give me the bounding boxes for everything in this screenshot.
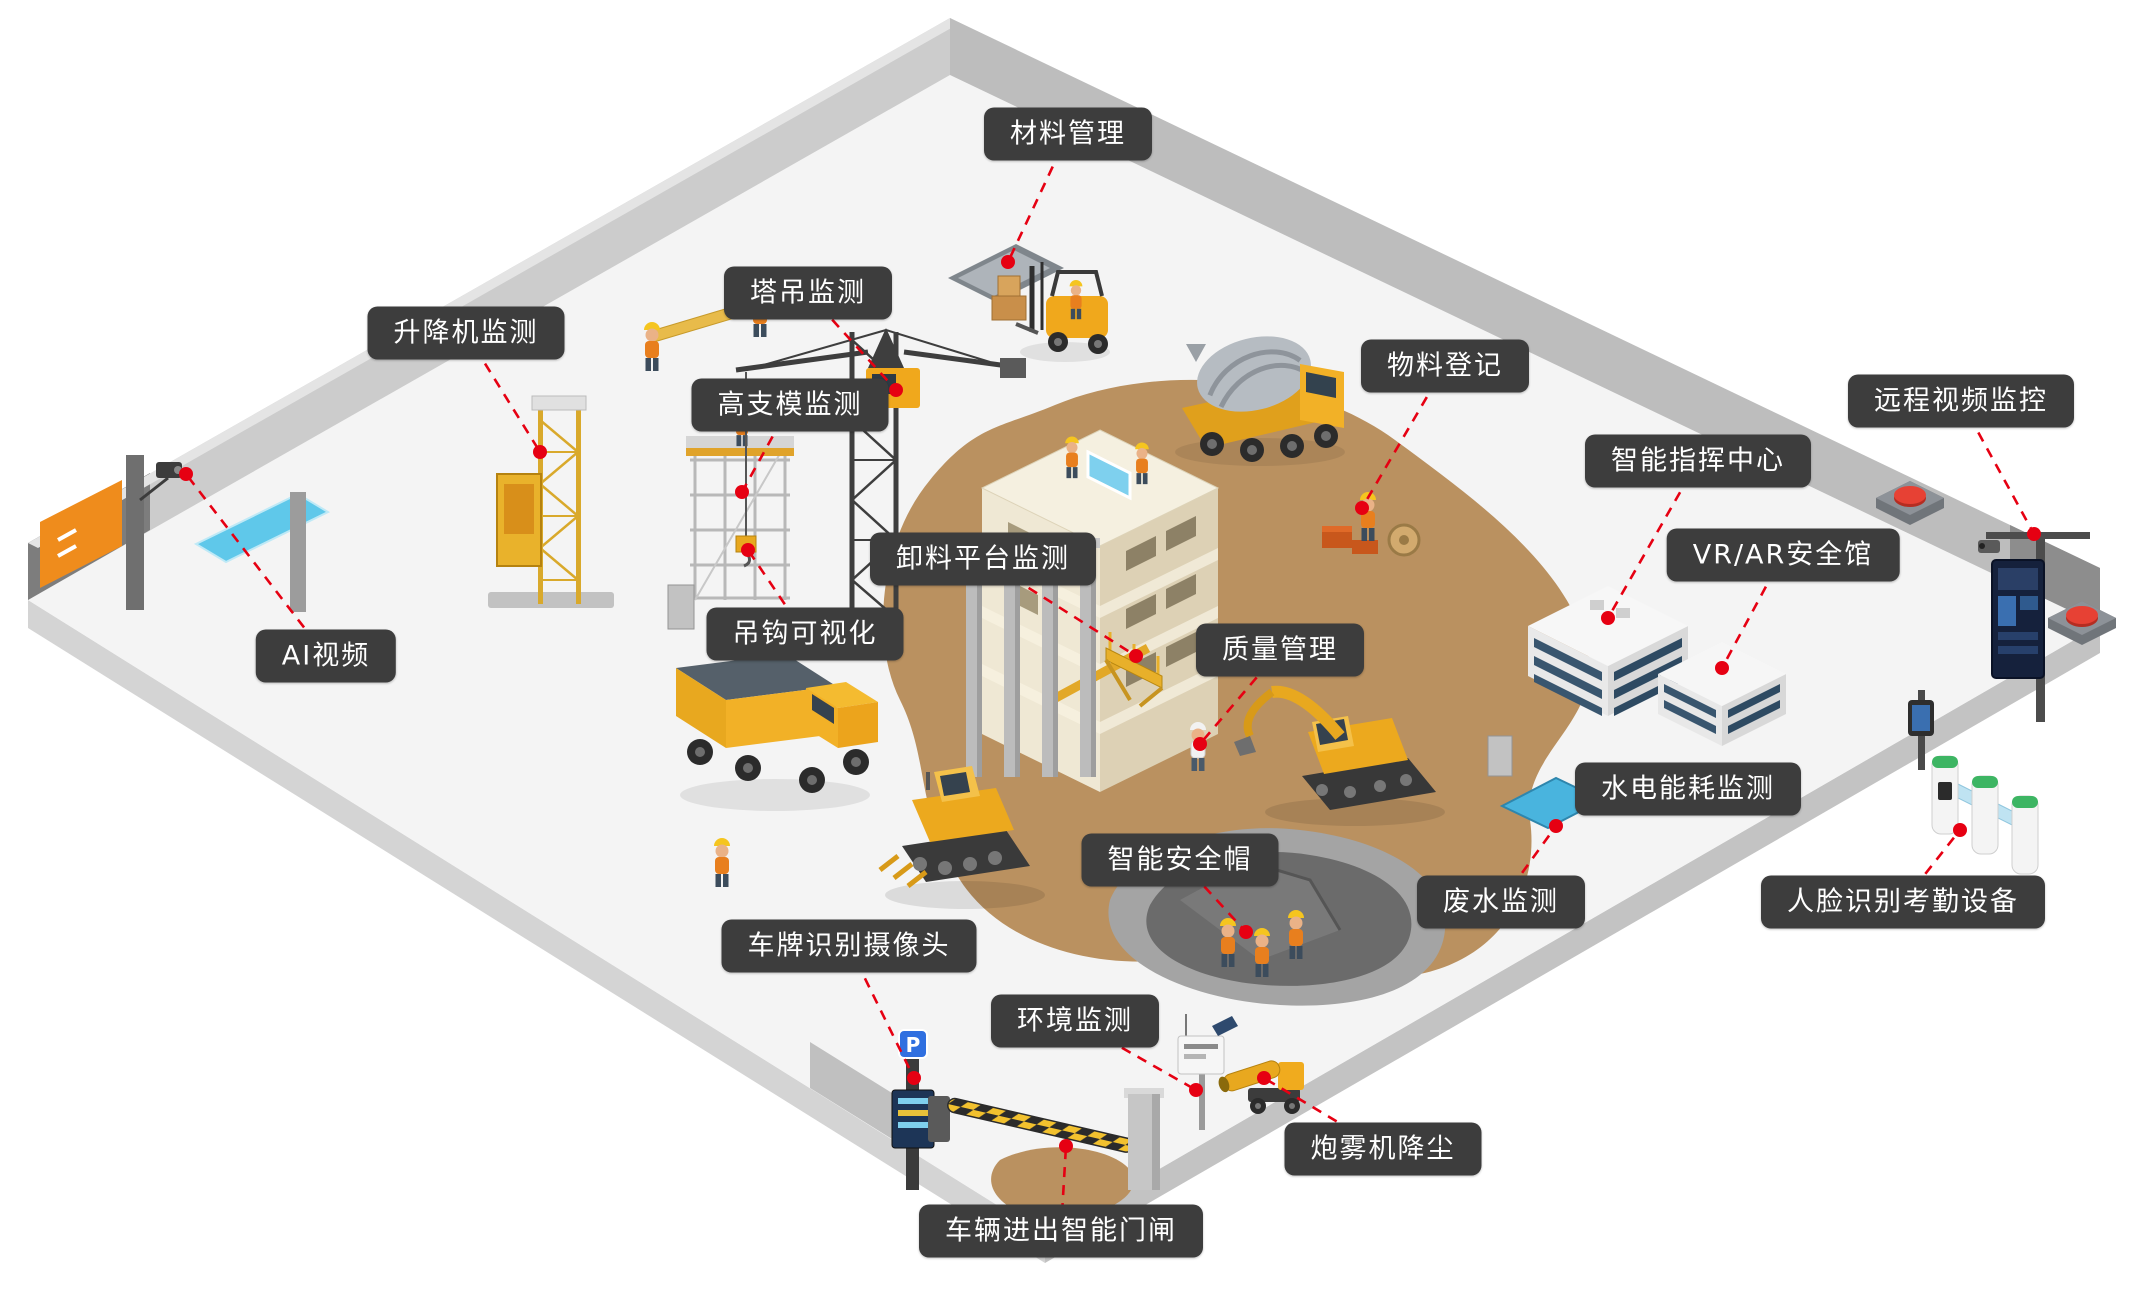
wall-northeast <box>950 18 2100 625</box>
connector-dot-environment-monitoring <box>1189 1083 1203 1097</box>
environment-monitoring-station <box>1177 1014 1238 1130</box>
parking-sign-letter: P <box>906 1033 921 1057</box>
excavator <box>1234 685 1445 826</box>
connector-dot-hoist-monitoring <box>533 445 547 459</box>
glass-window <box>1086 449 1132 501</box>
connector-dot-ai-video <box>179 467 193 481</box>
connector-dot-smart-command-center <box>1601 611 1615 625</box>
turnstile-gates <box>1908 690 2039 875</box>
dump-truck <box>676 654 878 811</box>
connector-dot-material-registration <box>1355 501 1369 515</box>
vr-ar-safety-hall-building <box>1658 642 1786 746</box>
connector-dot-material-management <box>1001 255 1015 269</box>
connector-dot-smart-safety-helmet <box>1239 925 1253 939</box>
material-registration-area <box>1322 492 1421 557</box>
connector-dot-face-recognition-attendance <box>1953 823 1967 837</box>
connector-wastewater-monitoring <box>1499 825 1558 903</box>
meter-cabinet <box>1487 735 1513 777</box>
connector-dot-vr-ar-safety-hall <box>1715 661 1729 675</box>
connector-dot-tower-crane-monitoring <box>889 383 903 397</box>
parking-sign <box>898 1029 928 1059</box>
connector-dot-unloading-platform-monitoring <box>1129 649 1143 663</box>
building-under-construction <box>960 429 1220 792</box>
connector-vehicle-smart-gate <box>1059 1145 1068 1232</box>
connector-ai-video <box>184 473 328 657</box>
connector-dot-hook-visualization <box>741 543 755 557</box>
wall-south-segment <box>810 1042 900 1144</box>
bulldozer <box>878 766 1045 909</box>
connector-dot-wastewater-monitoring <box>1549 819 1563 833</box>
connector-dot-quality-management <box>1193 737 1207 751</box>
connector-unloading-platform-monitoring <box>982 557 1137 658</box>
connector-dot-license-plate-camera <box>907 1071 921 1085</box>
connector-dot-high-formwork-monitoring <box>735 485 749 499</box>
cctv-camera-icon <box>1978 540 2000 553</box>
connector-face-recognition-attendance <box>1901 829 1962 903</box>
electrical-cabinet <box>667 584 695 630</box>
construction-hoist <box>488 395 614 608</box>
connector-smart-command-center <box>1606 460 1700 619</box>
unloading-platform <box>1104 632 1164 708</box>
connector-dot-fog-cannon-dust-suppression <box>1257 1071 1271 1085</box>
shoring-columns <box>960 538 1100 777</box>
connector-dot-remote-video-monitoring <box>2027 527 2041 541</box>
weighbridge <box>948 244 1064 302</box>
connector-dot-utility-consumption-monitoring <box>1589 793 1603 807</box>
ai-camera-icon <box>156 462 182 478</box>
connector-smart-safety-helmet <box>1179 859 1247 933</box>
command-center-building <box>1528 586 1688 716</box>
left-entrance-gate <box>40 455 306 612</box>
gate-dirt-patch <box>991 1147 1134 1219</box>
forklift <box>991 262 1110 362</box>
connector-dot-vehicle-smart-gate <box>1059 1139 1073 1153</box>
mixer-truck <box>1175 336 1345 466</box>
vehicle-gate: P <box>891 1029 1164 1190</box>
